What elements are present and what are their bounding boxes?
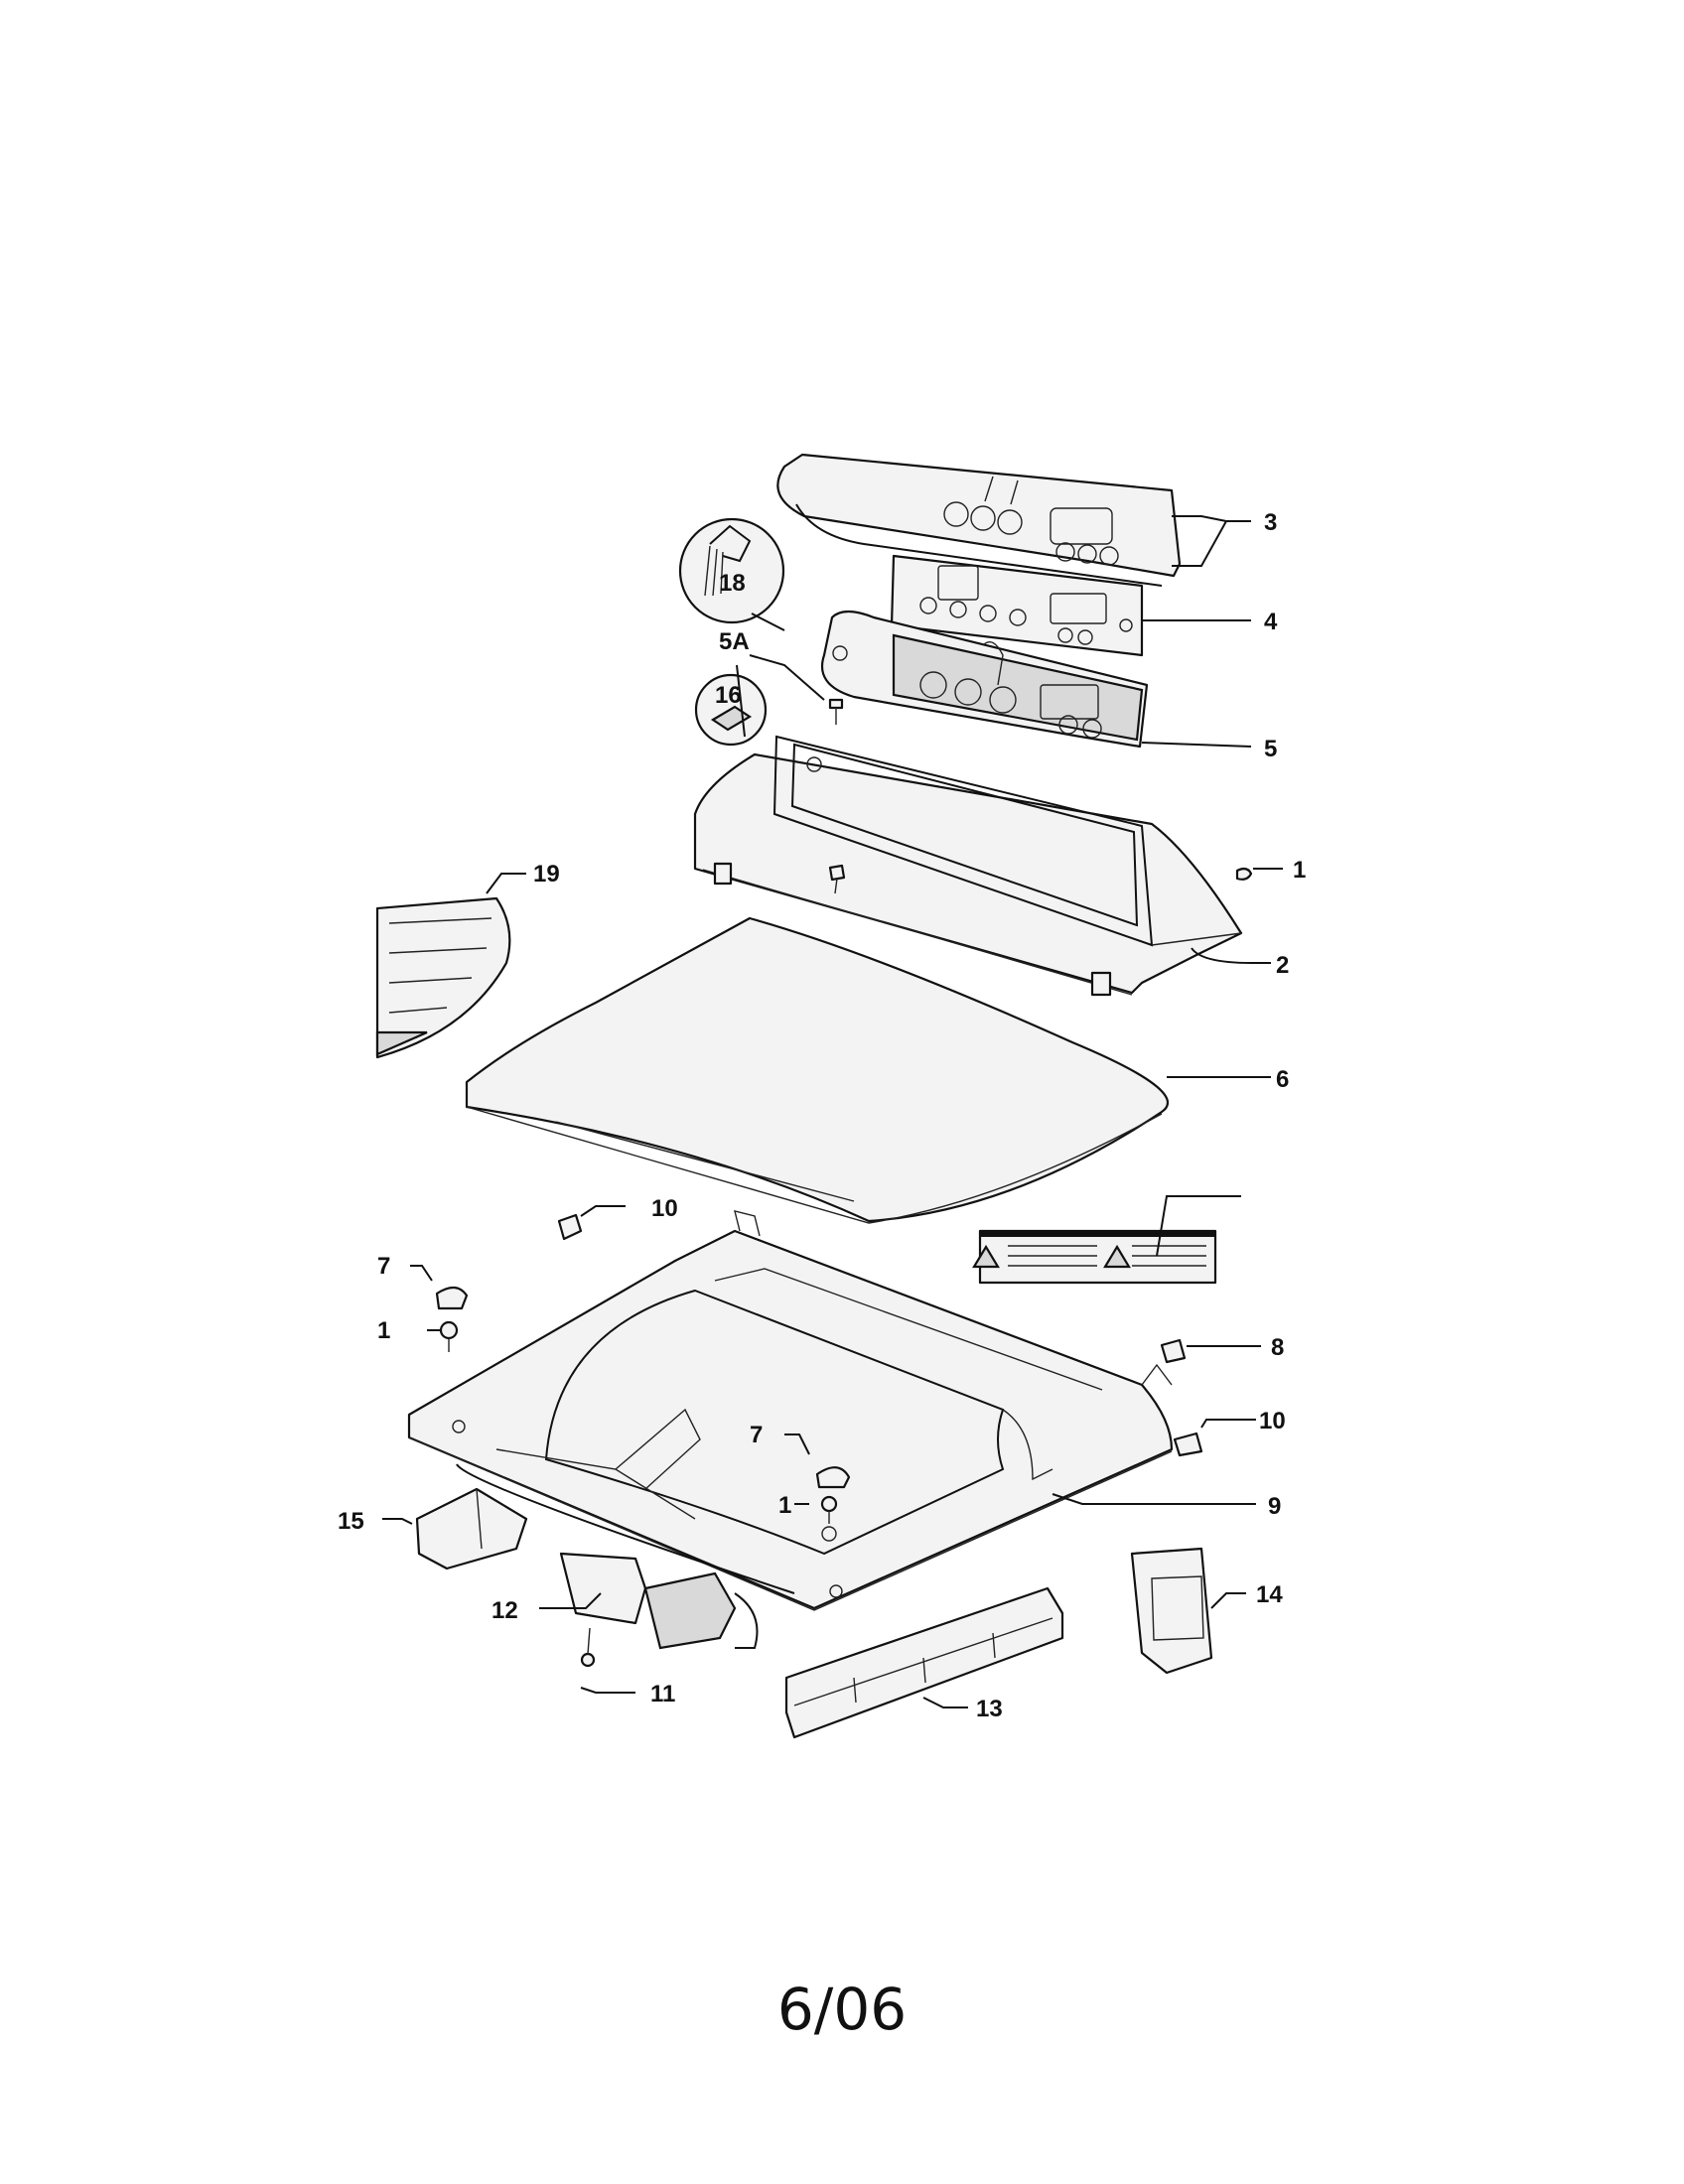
callout-18: 19 <box>533 861 560 887</box>
part-15-bag <box>1130 1547 1213 1675</box>
callout-12: 12 <box>491 1597 518 1624</box>
part-10-clip-right <box>1173 1432 1203 1457</box>
callout-3: 3 <box>1264 509 1277 536</box>
part-1-screw-center <box>820 1495 838 1524</box>
callout-13: 13 <box>976 1696 1003 1722</box>
callout-15: 14 <box>1256 1581 1283 1608</box>
part-17-circle <box>678 517 785 624</box>
part-14-bracket <box>415 1487 528 1570</box>
callout-1-top-right: 1 <box>1293 857 1306 884</box>
callout-5a: 5A <box>719 628 750 655</box>
date-code: 6/06 <box>776 1976 908 2043</box>
callout-14: 15 <box>338 1508 364 1535</box>
callout-16: 16 <box>715 682 742 709</box>
part-12-lid-lock <box>559 1552 759 1650</box>
callout-1-left: 1 <box>377 1317 390 1344</box>
callout-labels: 3 4 5 5A 18 16 1 2 19 6 10 7 1 8 10 7 1 … <box>338 509 1306 1722</box>
callout-1-center: 1 <box>778 1492 791 1519</box>
callout-7-left: 7 <box>377 1253 390 1280</box>
callout-17: 18 <box>719 570 746 597</box>
part-13-rail <box>784 1586 1064 1739</box>
part-10-clip-left <box>557 1213 583 1241</box>
part-3-console-overlay <box>776 453 1182 587</box>
callout-9: 9 <box>1268 1493 1281 1520</box>
callout-10-right: 10 <box>1259 1408 1286 1434</box>
part-1-screw-left <box>439 1320 459 1352</box>
part-7-cap-left <box>435 1286 469 1310</box>
part-5a-screw <box>828 698 844 725</box>
leader-lines <box>382 515 1283 1708</box>
callout-11: 11 <box>650 1681 675 1707</box>
part-9-top-cover <box>407 1210 1174 1611</box>
part-1-screw-top <box>828 864 846 894</box>
part-4-display-membrane <box>890 554 1144 657</box>
part-16-circle <box>694 673 768 747</box>
callout-8: 8 <box>1271 1334 1284 1361</box>
part-6-lid <box>465 916 1169 1224</box>
callout-2: 2 <box>1276 952 1289 979</box>
callout-4: 4 <box>1264 609 1278 635</box>
part-18-label <box>375 896 511 1059</box>
part-8-switch <box>1160 1338 1187 1364</box>
part-2-console-housing <box>693 735 1243 997</box>
part-1-screw-right <box>1235 867 1253 881</box>
callout-5: 5 <box>1264 736 1277 762</box>
callout-6: 6 <box>1276 1066 1289 1093</box>
part-19-warning-label <box>972 1229 1217 1285</box>
part-7-cap-center <box>815 1466 851 1489</box>
part-11-screw <box>580 1627 596 1668</box>
part-5-control-board <box>820 610 1149 749</box>
callout-10-left: 10 <box>651 1195 678 1222</box>
callout-7-center: 7 <box>750 1422 763 1448</box>
